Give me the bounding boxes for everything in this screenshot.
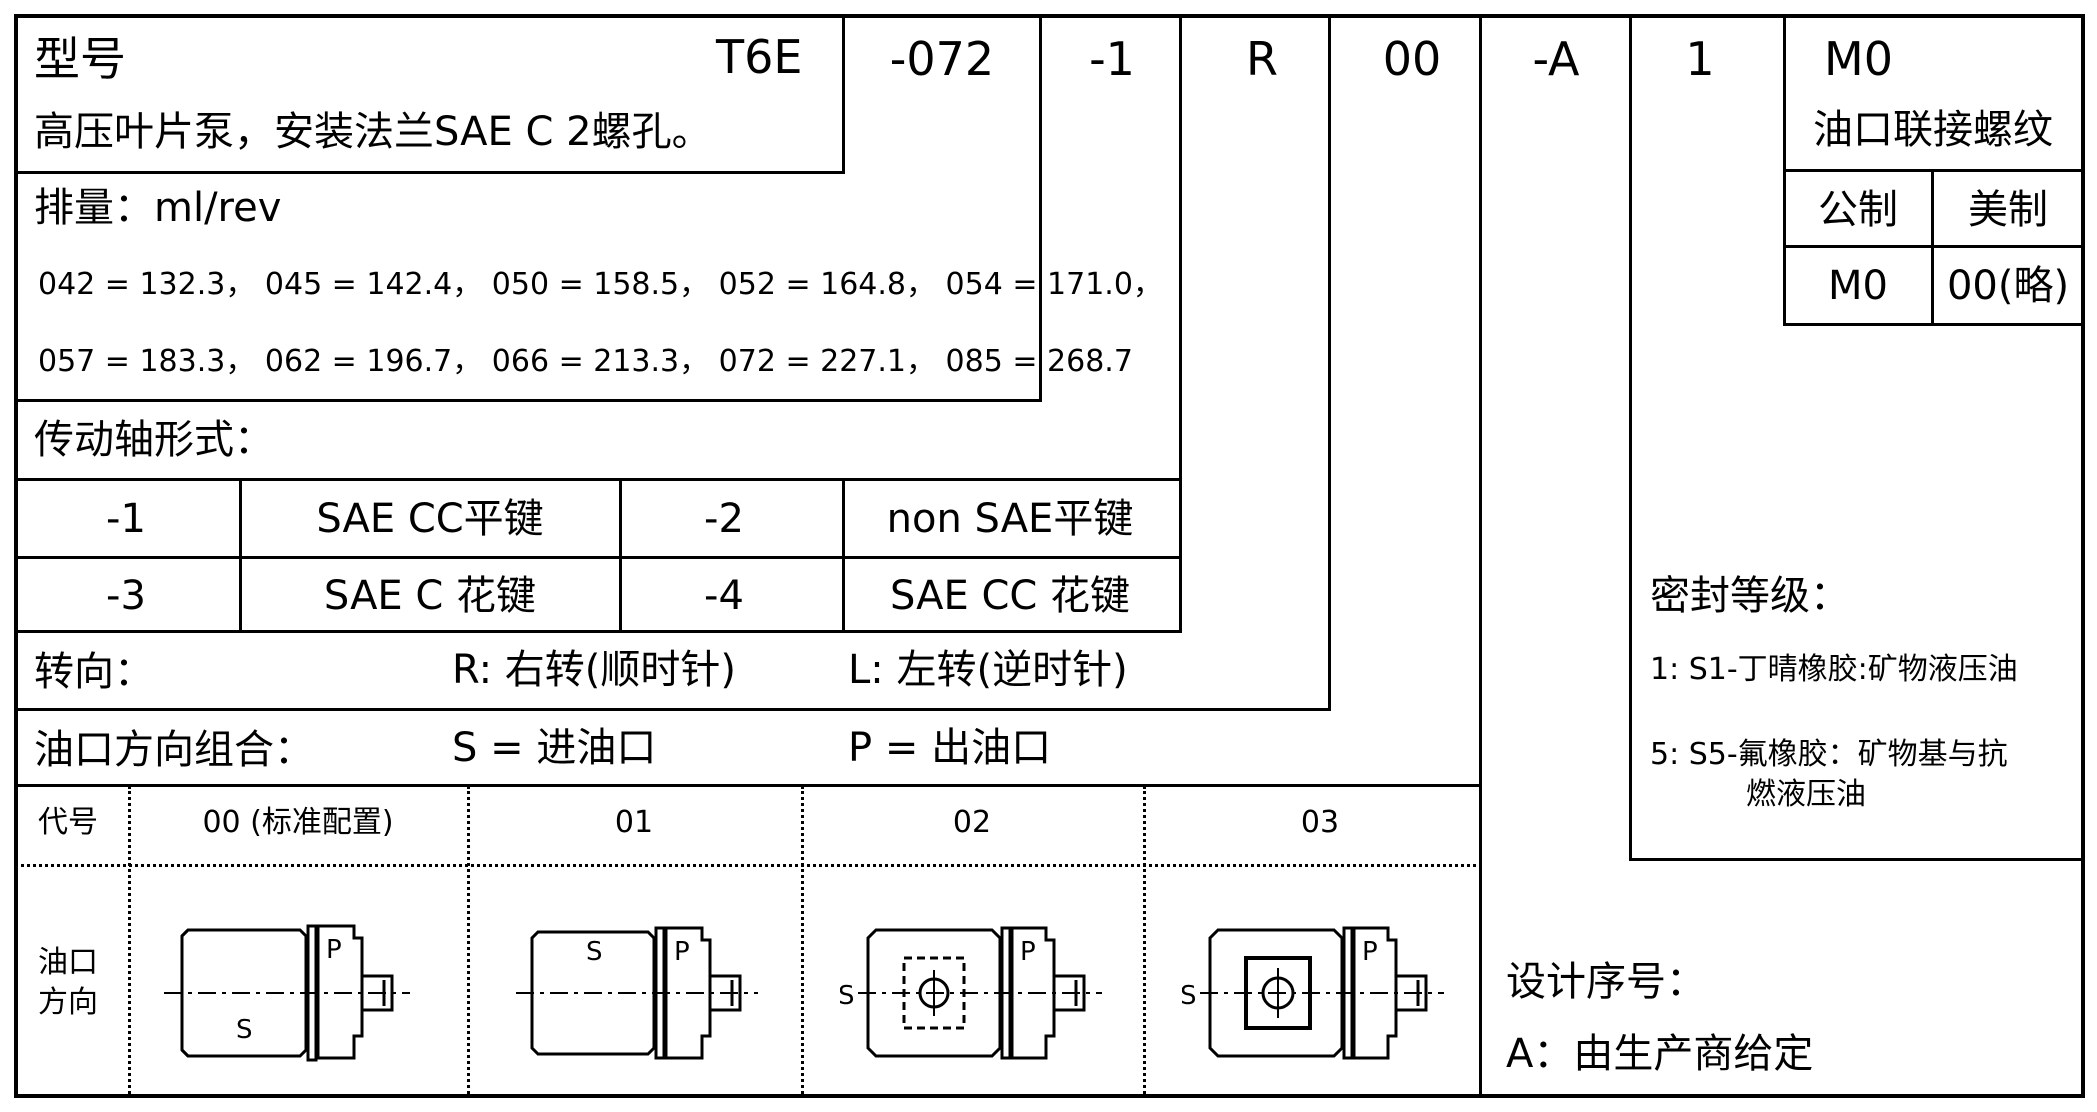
row-line-model <box>14 171 845 174</box>
shaft-divider-2 <box>619 478 622 633</box>
port-option-01: 01 <box>614 805 654 840</box>
model-code: T6E <box>716 30 803 84</box>
port-grid-v4 <box>1143 786 1146 1094</box>
row-line-rotation <box>14 708 1331 711</box>
displacement-label: 排量：ml/rev <box>34 185 282 231</box>
rotation-label: 转向： <box>34 649 154 695</box>
row-line-shaft-top <box>14 478 1182 481</box>
thread-line-2 <box>1783 245 2085 248</box>
code-thread: M0 <box>1824 32 1893 86</box>
shaft-code-3: -3 <box>106 573 146 619</box>
shaft-code-4: -4 <box>704 573 744 619</box>
code-seal: 1 <box>1685 32 1715 86</box>
thread-imperial-code: 00(略) <box>1946 263 2070 309</box>
port-option-02: 02 <box>952 805 992 840</box>
shaft-label: 传动轴形式： <box>34 417 274 463</box>
port-option-03: 03 <box>1300 805 1340 840</box>
thread-metric-code: M0 <box>1828 263 1888 309</box>
thread-line-1 <box>1783 169 2085 172</box>
row-line-displacement <box>14 399 1042 402</box>
ports-inlet: S = 进油口 <box>452 725 657 771</box>
seal-title: 密封等级： <box>1650 573 1850 619</box>
shaft-name-3: SAE C 花键 <box>323 573 537 619</box>
rotation-left: L: 左转(逆时针) <box>848 647 1128 693</box>
col-divider-6 <box>1629 14 1632 860</box>
shaft-code-1: -1 <box>106 496 146 542</box>
design-title: 设计序号： <box>1506 959 1706 1005</box>
code-design: -A <box>1532 32 1580 86</box>
shaft-code-2: -2 <box>704 496 744 542</box>
port-code-label: 代号 <box>38 805 98 840</box>
shaft-name-2: non SAE平键 <box>886 496 1134 542</box>
thread-metric-label: 公制 <box>1818 187 1898 233</box>
port-option-00: 00 (标准配置) <box>202 805 394 840</box>
ports-label: 油口方向组合： <box>34 727 314 773</box>
design-value: A：由生产商给定 <box>1506 1031 1814 1077</box>
row-line-seal <box>1629 858 2085 861</box>
shaft-divider-3 <box>842 478 845 633</box>
port-s-label: S <box>236 1015 253 1045</box>
thread-divider <box>1931 169 1934 326</box>
thread-line-3 <box>1783 323 2085 326</box>
col-divider-3 <box>1179 14 1182 632</box>
displacement-values-2: 057 = 183.3， 062 = 196.7， 066 = 213.3， 0… <box>38 344 1133 379</box>
pump-diagram-02: S P <box>840 926 1102 1060</box>
port-p-label: P <box>326 935 342 965</box>
col-divider-4 <box>1328 14 1331 710</box>
port-s-label: S <box>840 981 855 1011</box>
port-grid-hline <box>14 864 1482 867</box>
code-rotation: R <box>1246 32 1278 86</box>
seal-option-5-line1: 5: S5-氟橡胶：矿物基与抗 <box>1650 737 2008 772</box>
seal-option-1: 1: S1-丁晴橡胶:矿物液压油 <box>1650 652 2018 687</box>
shaft-name-1: SAE CC平键 <box>316 496 544 542</box>
frame-top <box>14 14 2085 18</box>
shaft-name-4: SAE CC 花键 <box>889 573 1131 619</box>
port-grid-v1 <box>128 786 131 1094</box>
code-displacement: -072 <box>889 32 995 86</box>
row-line-shaft-bottom <box>14 630 1182 633</box>
code-shaft: -1 <box>1089 32 1135 86</box>
col-divider-2 <box>1039 14 1042 402</box>
displacement-values-1: 042 = 132.3， 045 = 142.4， 050 = 158.5， 0… <box>38 267 1163 302</box>
model-description: 高压叶片泵，安装法兰SAE C 2螺孔。 <box>34 109 712 155</box>
shaft-divider-1 <box>239 478 242 633</box>
port-p-label: P <box>1020 937 1036 967</box>
row-line-ports <box>14 784 1482 787</box>
code-port-direction: 00 <box>1382 32 1442 86</box>
pump-diagram-00: S P <box>164 924 410 1062</box>
port-grid-v2 <box>467 786 470 1094</box>
pump-diagram-03: S P <box>1182 926 1444 1060</box>
thread-imperial-label: 美制 <box>1968 187 2048 233</box>
frame-bottom <box>14 1094 2085 1098</box>
port-s-label: S <box>1182 981 1197 1011</box>
port-s-label: S <box>586 937 603 967</box>
model-label: 型号 <box>34 32 126 86</box>
port-direction-label-1: 油口 <box>38 945 98 980</box>
col-divider-5 <box>1479 14 1482 1098</box>
port-direction-label-2: 方向 <box>38 985 98 1020</box>
port-grid-v3 <box>801 786 804 1094</box>
port-p-label: P <box>674 937 690 967</box>
thread-title: 油口联接螺纹 <box>1813 107 2053 153</box>
row-line-shaft-mid <box>14 556 1182 559</box>
col-divider-1 <box>842 14 845 174</box>
frame-right <box>2081 14 2085 1098</box>
ports-outlet: P = 出油口 <box>848 725 1052 771</box>
pump-diagram-01: S P <box>516 926 758 1060</box>
port-p-label: P <box>1362 937 1378 967</box>
seal-option-5-line2: 燃液压油 <box>1746 777 1866 812</box>
rotation-right: R: 右转(顺时针) <box>452 647 736 693</box>
